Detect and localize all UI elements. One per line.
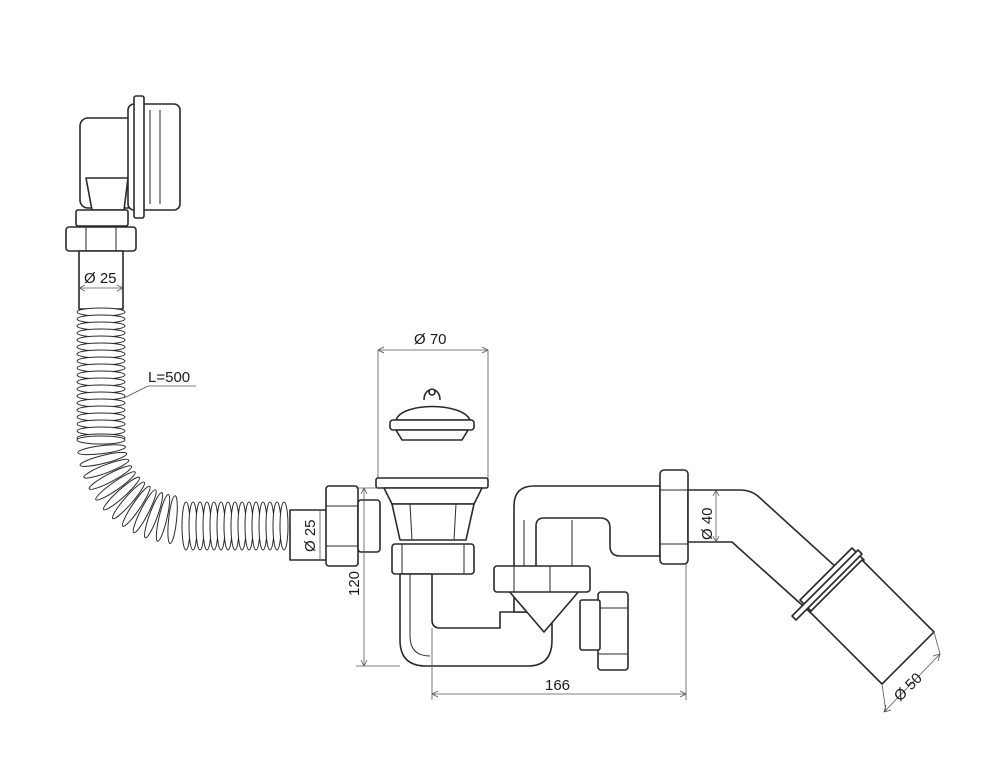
inlet-pipe [289, 509, 331, 561]
outlet-diameter-label: Ø 40 [699, 507, 716, 540]
height-dimension: 120 [346, 487, 400, 667]
overflow-pipe [78, 250, 124, 310]
hose-rib [95, 471, 136, 501]
inlet-diameter-dimension: Ø 25 [302, 510, 321, 560]
hose-rib [167, 495, 178, 544]
strainer-assembly: Ø 70 [375, 331, 489, 541]
overflow-diameter-dimension: Ø 25 [78, 270, 124, 292]
hose-rib [155, 493, 171, 542]
hose-rib [83, 458, 130, 479]
siphon-body [391, 485, 661, 671]
hose-length-dimension: L=500 [123, 369, 196, 399]
spacing-dimension: 166 [431, 564, 687, 700]
inlet-diameter-label: Ø 25 [302, 519, 319, 552]
plug [389, 388, 475, 441]
hose-rib [132, 489, 157, 534]
height-label: 120 [346, 571, 363, 596]
outlet-diameter-dimension: Ø 40 [699, 489, 720, 543]
hose-rib [279, 501, 289, 551]
overflow-nut [65, 226, 137, 252]
strainer-diameter-label: Ø 70 [414, 331, 447, 348]
hose-rib [121, 485, 151, 527]
hose-rib [111, 481, 146, 520]
hose-rib [76, 435, 126, 445]
outlet [659, 469, 935, 685]
hose-rib [79, 451, 128, 467]
hose-rib [102, 476, 141, 511]
inlet-nut [325, 485, 381, 567]
hose-length-label: L=500 [148, 369, 190, 386]
hose-rib [88, 465, 133, 490]
overflow-head [75, 95, 181, 227]
spacing-label: 166 [545, 677, 570, 694]
hose-rib [77, 444, 126, 456]
hose-rib [144, 492, 164, 539]
corrugated-hose [76, 307, 289, 551]
overflow-diameter-label: Ø 25 [84, 270, 117, 287]
